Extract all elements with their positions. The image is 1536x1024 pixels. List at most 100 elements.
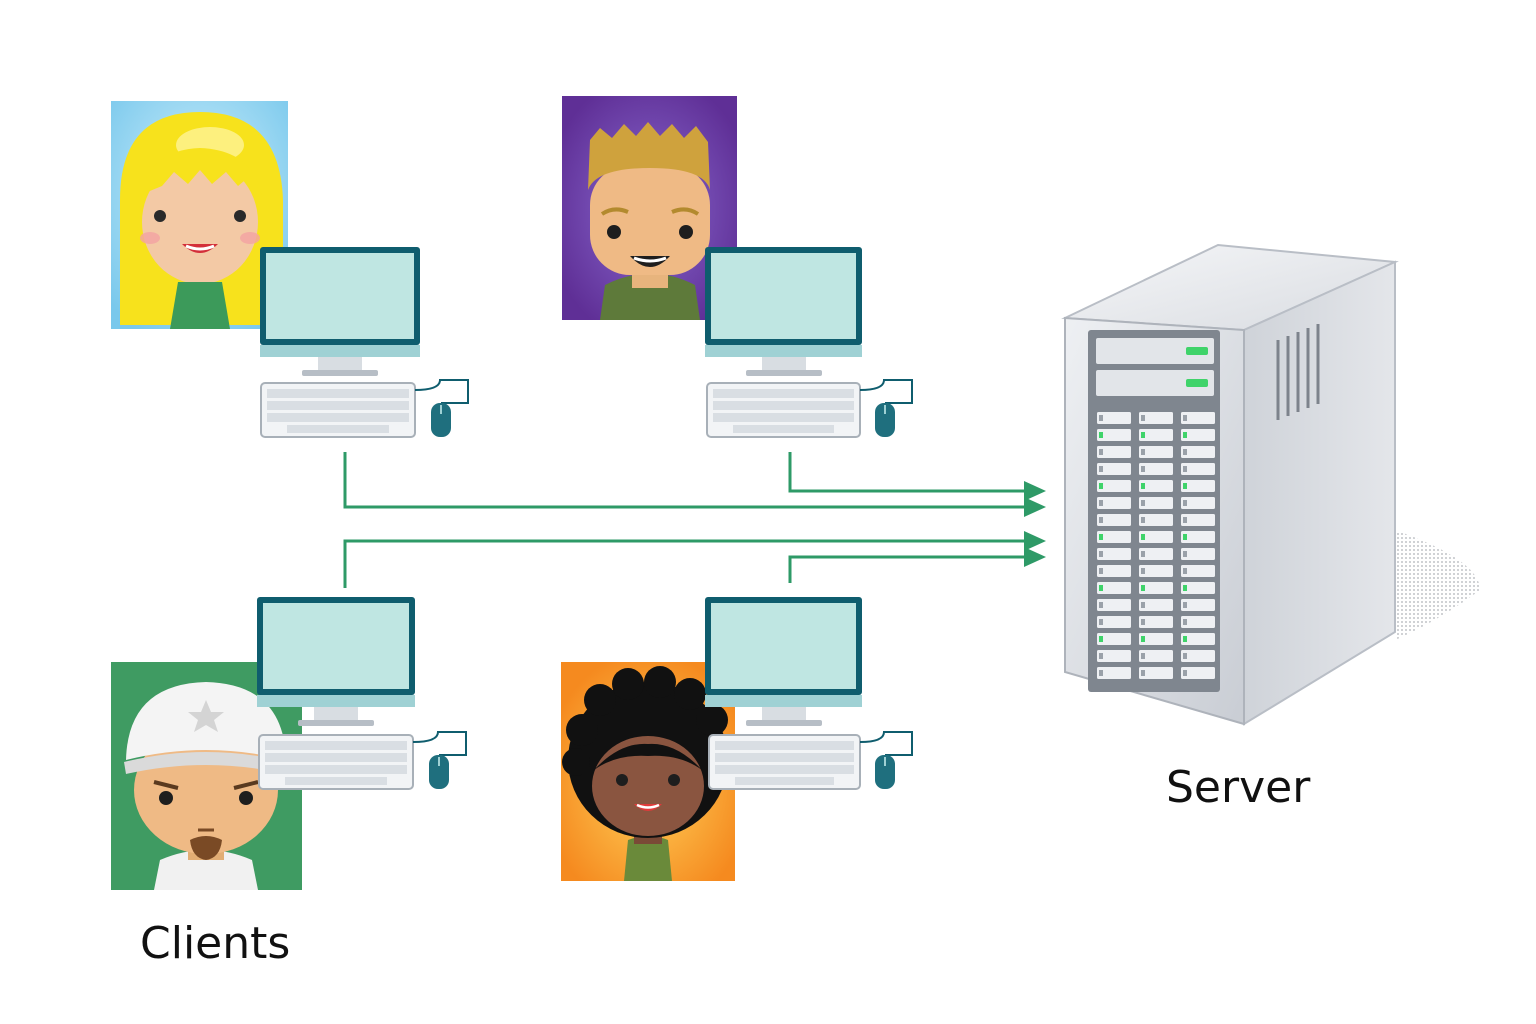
drive-slot [1139, 446, 1173, 458]
monitor-screen [263, 603, 409, 689]
drive-slot [1181, 667, 1215, 679]
status-led [1186, 379, 1208, 387]
connector-client-3 [343, 539, 1025, 588]
blond-man-avatar [562, 96, 737, 320]
drive-slot [1181, 599, 1215, 611]
drive-slot [1139, 633, 1173, 645]
arrowheads [1024, 481, 1046, 567]
drive-led [1099, 619, 1103, 625]
drive-led [1183, 466, 1187, 472]
drive-led [1099, 432, 1103, 438]
drive-led [1141, 432, 1145, 438]
drive-led [1183, 483, 1187, 489]
arrow-head-icon [1024, 547, 1046, 567]
drive-led [1183, 619, 1187, 625]
client-1 [111, 101, 469, 438]
drive-led [1141, 483, 1145, 489]
drive-slot [1181, 446, 1215, 458]
drive-slot [1181, 429, 1215, 441]
drive-led [1099, 415, 1103, 421]
drive-slot [1139, 548, 1173, 560]
drive-slot [1139, 531, 1173, 543]
drive-bay-1 [1096, 338, 1214, 364]
mouse [429, 755, 449, 789]
drive-led [1099, 534, 1103, 540]
drive-led [1099, 483, 1103, 489]
man-in-white-cap-avatar [111, 662, 302, 890]
desktop-computer [260, 247, 469, 438]
drive-led [1141, 551, 1145, 557]
drive-slot [1139, 480, 1173, 492]
drive-led [1141, 602, 1145, 608]
drive-led [1183, 670, 1187, 676]
drive-slot [1097, 497, 1131, 509]
drive-led [1183, 602, 1187, 608]
drive-slot [1181, 650, 1215, 662]
monitor-screen [711, 253, 856, 339]
server-tower-icon [1061, 243, 1480, 726]
drive-led [1183, 500, 1187, 506]
mouse [875, 403, 895, 437]
desktop-computer [705, 597, 913, 790]
drive-slot [1097, 582, 1131, 594]
star-icon [188, 700, 224, 732]
drive-led [1099, 653, 1103, 659]
drive-led [1183, 449, 1187, 455]
drive-slot [1139, 650, 1173, 662]
drive-slot [1097, 531, 1131, 543]
mouse [431, 403, 451, 437]
drive-slot [1181, 582, 1215, 594]
drive-slot [1139, 667, 1173, 679]
monitor-screen [711, 603, 856, 689]
drive-slot [1139, 616, 1173, 628]
drive-slot [1181, 548, 1215, 560]
connector-client-2 [788, 452, 1025, 493]
client-2 [562, 96, 913, 438]
drive-led [1183, 653, 1187, 659]
drive-slot [1181, 412, 1215, 424]
drive-slot [1181, 514, 1215, 526]
drive-led [1183, 551, 1187, 557]
drive-slot [1181, 463, 1215, 475]
arrow-head-icon [1024, 497, 1046, 517]
client-4 [561, 597, 913, 881]
drive-led [1099, 449, 1103, 455]
drive-led [1183, 517, 1187, 523]
drive-led [1141, 466, 1145, 472]
drive-led [1141, 670, 1145, 676]
drive-slot [1097, 480, 1131, 492]
status-led [1186, 347, 1208, 355]
monitor-screen [266, 253, 414, 339]
connector-client-4 [788, 555, 1025, 583]
drive-slot [1139, 582, 1173, 594]
drive-slot [1097, 616, 1131, 628]
drive-slot [1139, 514, 1173, 526]
drive-led [1099, 670, 1103, 676]
drive-slot [1139, 412, 1173, 424]
drive-slot [1139, 565, 1173, 577]
drive-slot [1181, 633, 1215, 645]
drive-slot [1181, 565, 1215, 577]
drive-slot [1097, 412, 1131, 424]
drive-slot [1181, 616, 1215, 628]
drive-slot [1139, 463, 1173, 475]
drive-led [1141, 636, 1145, 642]
drive-led [1099, 500, 1103, 506]
drive-led [1141, 653, 1145, 659]
drive-slot [1097, 599, 1131, 611]
drive-led [1141, 585, 1145, 591]
drive-bay-2 [1096, 370, 1214, 396]
drive-slot [1139, 429, 1173, 441]
drive-slot [1181, 531, 1215, 543]
arrow-head-icon [1024, 481, 1046, 501]
drive-slot [1181, 497, 1215, 509]
side-vents [1276, 324, 1320, 420]
drive-led [1099, 602, 1103, 608]
drive-led [1099, 551, 1103, 557]
drive-led [1183, 636, 1187, 642]
client-3 [111, 597, 467, 890]
drive-led [1099, 585, 1103, 591]
drive-led [1141, 517, 1145, 523]
drive-slot [1097, 650, 1131, 662]
